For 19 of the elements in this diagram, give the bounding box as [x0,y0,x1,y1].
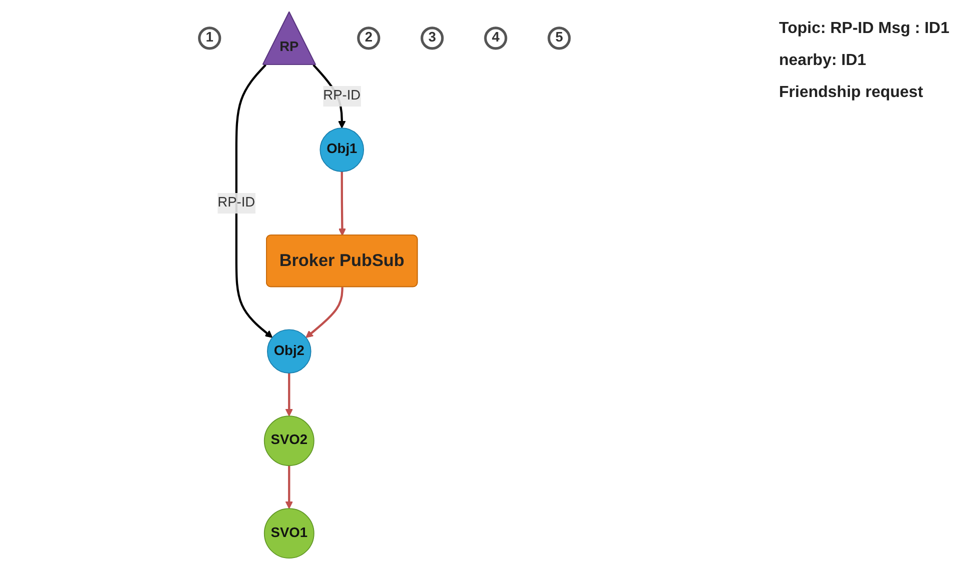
arrow [285,373,294,416]
arrow [338,172,346,236]
note-text: Friendship request [779,84,924,102]
arrow [235,64,273,338]
node-circle: SVO2 [264,416,314,466]
node-circle: SVO1 [264,508,314,559]
arrow [306,287,344,338]
node-circle: Obj1 [320,128,364,172]
note-text: nearby: ID1 [779,52,868,70]
edge-label: RP-ID [323,88,361,104]
note-text: Topic: RP-ID Msg : ID1 [779,20,950,38]
arrow [285,466,294,509]
node-circle: 1 [198,26,222,50]
node-circle: 3 [420,26,444,50]
node-circle: 4 [484,26,508,50]
node-circle: 2 [357,26,380,50]
node-circle: Obj2 [267,329,312,374]
edge-label: RP-ID [218,196,256,210]
node-circle: 5 [548,26,571,50]
